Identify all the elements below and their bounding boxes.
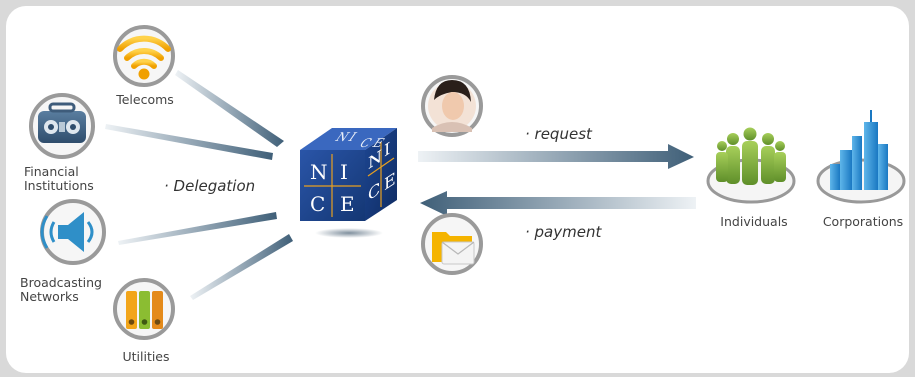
arrow-telecoms [175, 70, 284, 147]
cube-letter: E [340, 192, 355, 216]
wifi-icon [113, 25, 175, 87]
label-financial: Financial Institutions [24, 164, 94, 193]
speaker-icon [40, 199, 106, 265]
label-individuals: Individuals [720, 214, 788, 229]
label-request: · request [525, 125, 592, 143]
financial-icon [29, 93, 95, 159]
arrow-financial [105, 124, 273, 160]
label-broadcasting: Broadcasting Networks [20, 275, 102, 304]
cube-letter: N [310, 160, 328, 184]
label-payment: · payment [525, 223, 602, 241]
individuals-icon [706, 127, 796, 204]
arrow-utilities [190, 234, 293, 300]
flow-arrows [418, 144, 696, 216]
corporations-icon [816, 110, 906, 204]
payment-arrow [420, 191, 696, 216]
mail-folder-icon [421, 213, 483, 275]
arrow-broadcasting [118, 212, 277, 245]
label-delegation: · Delegation [164, 177, 256, 195]
request-arrow [418, 144, 694, 169]
cube-letter: C [368, 178, 381, 205]
cube-letter: C [310, 192, 326, 216]
delegation-arrows [105, 70, 293, 300]
cube-letter: I [384, 137, 391, 162]
operator-avatar [421, 75, 483, 137]
label-corporations: Corporations [822, 214, 904, 229]
cube-letter: I [340, 160, 348, 184]
label-telecoms: Telecoms [116, 92, 174, 107]
binders-icon [113, 278, 175, 340]
cube-letter: E [384, 168, 396, 195]
label-utilities: Utilities [122, 349, 170, 364]
nice-cube-logo [300, 128, 397, 238]
